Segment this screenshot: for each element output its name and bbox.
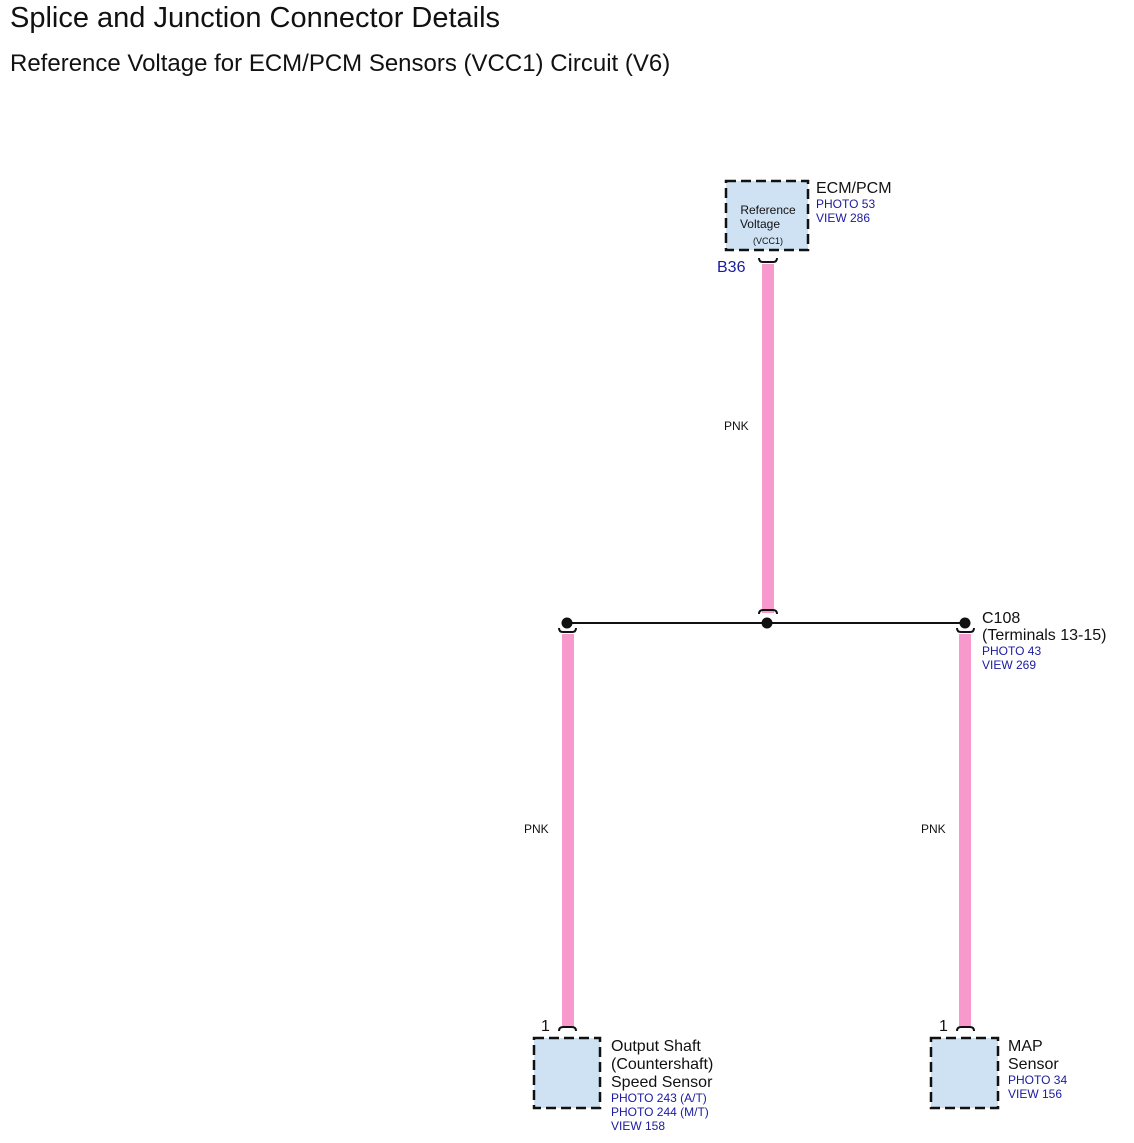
- output-shaft-name-line2: (Countershaft): [611, 1056, 713, 1073]
- wire-right-pnk[interactable]: [959, 634, 971, 1027]
- c108-photo-link[interactable]: PHOTO 43: [982, 644, 1041, 658]
- ecm-box: [724, 179, 810, 252]
- wire-left-color-label: PNK: [524, 822, 549, 836]
- map-name-line2: Sensor: [1008, 1056, 1059, 1073]
- wire-top-pnk[interactable]: [762, 264, 774, 613]
- wire-top-color-label: PNK: [724, 419, 749, 433]
- ecm-component[interactable]: Reference Voltage (VCC1): [724, 179, 810, 252]
- ecm-box-label-line2: Voltage: [740, 217, 780, 231]
- left-splice-terminal: [558, 627, 577, 633]
- right-sensor-terminal: [956, 1026, 975, 1032]
- ecm-name: ECM/PCM: [816, 180, 892, 197]
- ecm-box-label-line1: Reference: [740, 203, 796, 217]
- page-subtitle: Reference Voltage for ECM/PCM Sensors (V…: [10, 50, 671, 77]
- ecm-view-link[interactable]: VIEW 286: [816, 211, 870, 225]
- wire-right-color-label: PNK: [921, 822, 946, 836]
- splice-top-terminal: [758, 609, 778, 615]
- wire-left-pnk[interactable]: [562, 634, 574, 1027]
- output-shaft-sensor-box[interactable]: [532, 1036, 602, 1110]
- c108-node[interactable]: [959, 617, 971, 629]
- page-title: Splice and Junction Connector Details: [10, 2, 501, 34]
- map-pin-label: 1: [939, 1018, 948, 1035]
- ecm-pin-terminal: [758, 257, 778, 263]
- map-sensor-box[interactable]: [929, 1036, 1000, 1110]
- output-shaft-pin-label: 1: [541, 1018, 550, 1035]
- c108-terminals: (Terminals 13-15): [982, 627, 1106, 644]
- c108-view-link[interactable]: VIEW 269: [982, 658, 1036, 672]
- ecm-photo-link[interactable]: PHOTO 53: [816, 197, 875, 211]
- map-name-line1: MAP: [1008, 1038, 1043, 1055]
- ecm-pin-label: B36: [717, 259, 746, 276]
- c108-name: C108: [982, 610, 1020, 627]
- output-shaft-name-line1: Output Shaft: [611, 1038, 701, 1055]
- splice-center-node: [761, 617, 773, 629]
- map-photo-link[interactable]: PHOTO 34: [1008, 1073, 1067, 1087]
- left-sensor-terminal: [558, 1026, 577, 1032]
- output-shaft-name-line3: Speed Sensor: [611, 1074, 713, 1091]
- c108-terminal: [956, 627, 975, 633]
- output-shaft-photo-at-link[interactable]: PHOTO 243 (A/T): [611, 1091, 707, 1105]
- map-view-link[interactable]: VIEW 156: [1008, 1087, 1062, 1101]
- splice-left-node: [561, 617, 573, 629]
- output-shaft-view-link[interactable]: VIEW 158: [611, 1119, 665, 1133]
- output-shaft-photo-mt-link[interactable]: PHOTO 244 (M/T): [611, 1105, 709, 1119]
- ecm-box-label-line3: (VCC1): [753, 236, 783, 246]
